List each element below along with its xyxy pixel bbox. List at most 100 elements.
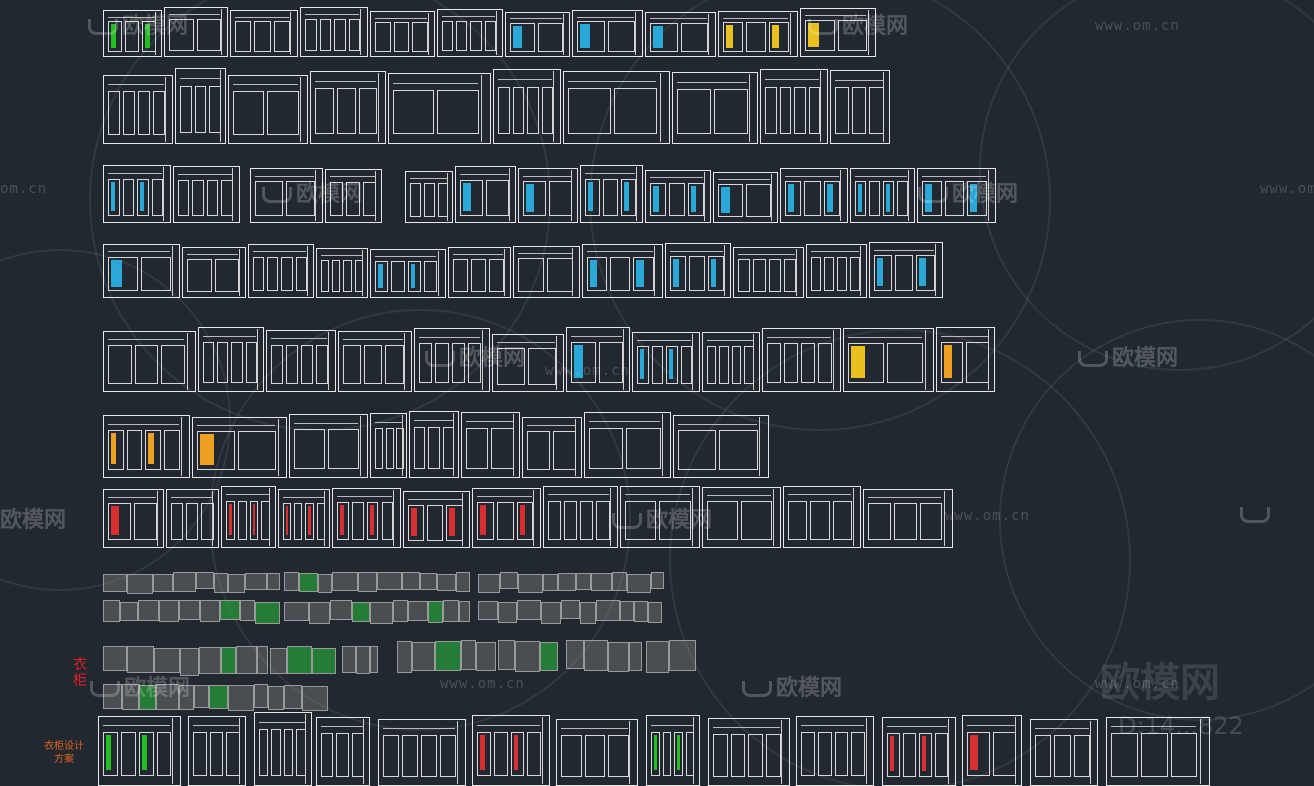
drawing-sheet[interactable]: [405, 171, 453, 223]
drawing-sheet[interactable]: [632, 332, 700, 392]
drawing-sheet[interactable]: [472, 488, 541, 548]
drawing-sheet[interactable]: [103, 10, 162, 57]
thumbnail-drawing[interactable]: [408, 601, 428, 621]
drawing-sheet[interactable]: [518, 168, 578, 223]
drawing-sheet[interactable]: [409, 411, 459, 478]
thumbnail-drawing[interactable]: [284, 602, 309, 621]
thumbnail-drawing[interactable]: [461, 640, 476, 670]
drawing-sheet[interactable]: [378, 719, 466, 786]
thumbnail-drawing[interactable]: [194, 685, 209, 708]
drawing-sheet[interactable]: [783, 486, 861, 548]
thumbnail-drawing[interactable]: [370, 646, 378, 673]
thumbnail-drawing[interactable]: [173, 572, 196, 592]
drawing-sheet[interactable]: [103, 331, 196, 392]
drawing-sheet[interactable]: [248, 244, 314, 298]
drawing-sheet[interactable]: [414, 328, 490, 392]
thumbnail-drawing[interactable]: [566, 640, 584, 669]
thumbnail-drawing[interactable]: [156, 684, 179, 710]
thumbnail-drawing[interactable]: [127, 646, 154, 673]
thumbnail-drawing[interactable]: [245, 573, 267, 590]
thumbnail-drawing[interactable]: [268, 686, 284, 710]
thumbnail-drawing[interactable]: [435, 641, 461, 671]
thumbnail-drawing[interactable]: [342, 646, 356, 673]
drawing-sheet[interactable]: [370, 413, 407, 478]
drawing-sheet[interactable]: [645, 12, 716, 57]
thumbnail-drawing[interactable]: [236, 646, 257, 674]
thumbnail-drawing[interactable]: [352, 602, 370, 622]
thumbnail-drawing[interactable]: [220, 600, 240, 620]
thumbnail-drawing[interactable]: [476, 642, 496, 671]
thumbnail-drawing[interactable]: [591, 573, 612, 591]
drawing-sheet[interactable]: [103, 165, 171, 223]
drawing-sheet[interactable]: [572, 10, 643, 57]
drawing-sheet[interactable]: [584, 412, 671, 478]
thumbnail-drawing[interactable]: [299, 573, 318, 592]
thumbnail-drawing[interactable]: [478, 601, 498, 620]
thumbnail-drawing[interactable]: [240, 600, 255, 621]
drawing-sheet[interactable]: [780, 168, 848, 223]
thumbnail-drawing[interactable]: [154, 648, 180, 673]
thumbnail-drawing[interactable]: [608, 642, 629, 672]
drawing-sheet[interactable]: [566, 327, 630, 392]
thumbnail-drawing[interactable]: [196, 572, 214, 589]
thumbnail-drawing[interactable]: [270, 648, 287, 674]
drawing-sheet[interactable]: [461, 412, 520, 478]
drawing-sheet[interactable]: [448, 247, 511, 298]
drawing-sheet[interactable]: [173, 166, 240, 223]
thumbnail-drawing[interactable]: [309, 602, 330, 624]
drawing-sheet[interactable]: [278, 489, 330, 548]
drawing-sheet[interactable]: [492, 334, 564, 392]
drawing-sheet[interactable]: [472, 715, 550, 786]
drawing-sheet[interactable]: [543, 486, 618, 548]
drawing-sheet[interactable]: [850, 168, 915, 223]
drawing-sheet[interactable]: [266, 330, 336, 392]
drawing-sheet[interactable]: [733, 247, 804, 298]
drawing-sheet[interactable]: [556, 719, 638, 786]
thumbnail-drawing[interactable]: [377, 572, 402, 590]
drawing-sheet[interactable]: [718, 11, 798, 57]
thumbnail-drawing[interactable]: [420, 573, 437, 590]
drawing-sheet[interactable]: [188, 716, 246, 786]
drawing-sheet[interactable]: [869, 242, 943, 298]
thumbnail-drawing[interactable]: [612, 572, 627, 591]
thumbnail-drawing[interactable]: [318, 574, 332, 593]
drawing-sheet[interactable]: [254, 712, 312, 786]
drawing-sheet[interactable]: [166, 489, 219, 548]
thumbnail-drawing[interactable]: [500, 572, 518, 589]
thumbnail-drawing[interactable]: [629, 642, 642, 671]
drawing-sheet[interactable]: [103, 415, 190, 478]
thumbnail-drawing[interactable]: [541, 602, 561, 624]
drawing-sheet[interactable]: [182, 247, 246, 298]
thumbnail-drawing[interactable]: [646, 641, 669, 673]
thumbnail-drawing[interactable]: [428, 601, 443, 623]
thumbnail-drawing[interactable]: [543, 574, 558, 591]
drawing-sheet[interactable]: [513, 246, 580, 298]
thumbnail-drawing[interactable]: [330, 600, 352, 620]
thumbnail-drawing[interactable]: [255, 602, 280, 624]
drawing-sheet[interactable]: [713, 172, 778, 223]
thumbnail-drawing[interactable]: [103, 600, 120, 622]
drawing-sheet[interactable]: [796, 716, 874, 786]
thumbnail-drawing[interactable]: [634, 601, 648, 622]
thumbnail-drawing[interactable]: [358, 572, 377, 592]
drawing-sheet[interactable]: [325, 169, 382, 223]
drawing-sheet[interactable]: [164, 7, 228, 57]
drawing-sheet[interactable]: [708, 718, 790, 786]
thumbnail-drawing[interactable]: [302, 686, 328, 711]
drawing-sheet[interactable]: [316, 717, 370, 786]
drawing-sheet[interactable]: [228, 75, 308, 144]
drawing-sheet[interactable]: [843, 328, 934, 392]
drawing-sheet[interactable]: [370, 11, 435, 57]
thumbnail-drawing[interactable]: [393, 600, 408, 622]
drawing-sheet[interactable]: [702, 332, 760, 392]
drawing-sheet[interactable]: [882, 717, 956, 786]
drawing-sheet[interactable]: [806, 244, 867, 298]
thumbnail-drawing[interactable]: [228, 574, 245, 593]
drawing-sheet[interactable]: [192, 417, 287, 478]
drawing-sheet[interactable]: [370, 249, 446, 298]
drawing-sheet[interactable]: [582, 244, 663, 298]
drawing-sheet[interactable]: [493, 69, 561, 144]
thumbnail-drawing[interactable]: [267, 573, 280, 590]
drawing-sheet[interactable]: [300, 7, 368, 57]
thumbnail-drawing[interactable]: [459, 601, 470, 622]
